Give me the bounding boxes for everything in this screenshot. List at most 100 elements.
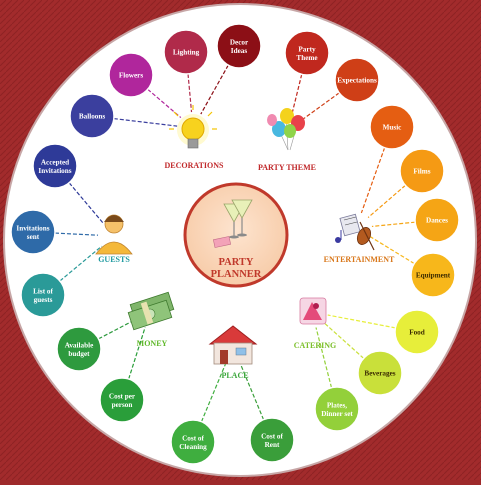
node-label: Cost of bbox=[182, 434, 204, 442]
node-label: sent bbox=[27, 233, 40, 241]
connector-place-1 bbox=[238, 360, 265, 420]
connector-guests-1 bbox=[54, 232, 99, 236]
node-label: List of bbox=[33, 287, 53, 295]
node-circle bbox=[56, 326, 102, 372]
connector-money-0 bbox=[98, 318, 137, 340]
connector-decorations-2 bbox=[187, 73, 193, 113]
node-label: Plates, bbox=[327, 401, 347, 409]
node-circle bbox=[284, 30, 330, 76]
node-label: Available bbox=[65, 341, 94, 349]
node-circle bbox=[399, 148, 445, 194]
node-entertainment-2: Dances bbox=[414, 197, 460, 243]
category-label-party-theme: PARTY THEME bbox=[258, 163, 316, 172]
node-circle bbox=[334, 57, 380, 103]
connector-party-theme-0 bbox=[291, 74, 303, 115]
node-label: Beverages bbox=[364, 370, 395, 378]
node-entertainment-1: Films bbox=[399, 148, 445, 194]
node-label: Cost per bbox=[109, 392, 136, 400]
node-label: Cleaning bbox=[179, 443, 207, 451]
node-label: Invitations bbox=[38, 167, 71, 175]
connector-entertainment-2 bbox=[371, 221, 416, 228]
node-entertainment-3: Equipment bbox=[410, 252, 456, 298]
node-label: Expectations bbox=[337, 77, 377, 85]
node-label: Theme bbox=[296, 54, 317, 62]
node-circle bbox=[163, 29, 209, 75]
category-label-catering: CATERING bbox=[294, 341, 337, 350]
node-label: Cost of bbox=[261, 432, 283, 440]
node-label: Balloons bbox=[79, 113, 106, 121]
category-label-entertainment: ENTERTAINMENT bbox=[324, 255, 395, 264]
node-circle bbox=[32, 143, 78, 189]
node-label: Rent bbox=[265, 441, 280, 449]
cake-icon bbox=[299, 297, 327, 325]
category-label-decorations: DECORATIONS bbox=[165, 161, 225, 170]
connector-money-1 bbox=[128, 327, 146, 380]
node-entertainment-0: Music bbox=[369, 104, 415, 150]
connector-guests-2 bbox=[59, 245, 103, 282]
connector-decorations-3 bbox=[200, 64, 229, 115]
house-icon bbox=[208, 325, 258, 365]
node-label: person bbox=[112, 401, 133, 409]
node-label: Music bbox=[383, 124, 403, 132]
node-catering-0: Food bbox=[394, 309, 440, 355]
node-decorations-0: Balloons bbox=[69, 93, 115, 139]
node-catering-2: Plates,Dinner set bbox=[314, 386, 360, 432]
node-label: Films bbox=[413, 168, 430, 176]
connector-catering-2 bbox=[315, 327, 333, 388]
node-circle bbox=[216, 23, 262, 69]
node-label: Invitations bbox=[16, 224, 49, 232]
connector-catering-1 bbox=[323, 322, 365, 359]
node-circle bbox=[410, 252, 456, 298]
node-circle bbox=[249, 417, 295, 463]
connector-guests-0 bbox=[68, 182, 105, 225]
node-party-theme-1: Expectations bbox=[334, 57, 380, 103]
money-icon bbox=[127, 291, 175, 331]
node-label: budget bbox=[68, 350, 90, 358]
center-title-line2: PLANNER bbox=[211, 269, 262, 280]
node-label: Equipment bbox=[416, 272, 451, 280]
category-label-guests: GUESTS bbox=[98, 255, 130, 264]
center-title-line1: PARTY bbox=[218, 257, 253, 268]
node-circle bbox=[10, 209, 56, 255]
person-icon bbox=[95, 214, 133, 255]
connector-place-0 bbox=[200, 360, 228, 422]
node-label: Food bbox=[409, 329, 425, 337]
music-instruments-icon bbox=[335, 213, 375, 251]
center-circle bbox=[183, 182, 289, 288]
node-label: Ideas bbox=[231, 47, 248, 55]
node-label: Decor bbox=[230, 38, 249, 46]
connector-entertainment-0 bbox=[360, 147, 386, 214]
node-label: Party bbox=[298, 45, 316, 53]
connector-catering-0 bbox=[327, 314, 396, 329]
node-label: Flowers bbox=[119, 72, 144, 80]
connector-entertainment-3 bbox=[369, 235, 415, 265]
node-circle bbox=[314, 386, 360, 432]
node-decorations-2: Lighting bbox=[163, 29, 209, 75]
category-labels: DECORATIONS PARTY THEME ENTERTAINMENT CATER… bbox=[98, 161, 395, 380]
connector-party-theme-1 bbox=[300, 92, 340, 122]
node-circle bbox=[414, 197, 460, 243]
node-decorations-1: Flowers bbox=[108, 52, 154, 98]
connector-entertainment-1 bbox=[367, 184, 406, 218]
connector-lines bbox=[54, 64, 416, 422]
node-label: Lighting bbox=[173, 49, 200, 57]
cocktail-glasses-icon bbox=[212, 199, 253, 248]
center-node: PARTY PLANNER bbox=[183, 182, 289, 288]
lightbulb-icon bbox=[169, 105, 217, 149]
node-label: Dinner set bbox=[321, 410, 353, 418]
node-circle bbox=[369, 104, 415, 150]
node-circle bbox=[170, 419, 216, 465]
node-label: Dances bbox=[426, 217, 448, 225]
balloons-icon bbox=[267, 108, 305, 151]
